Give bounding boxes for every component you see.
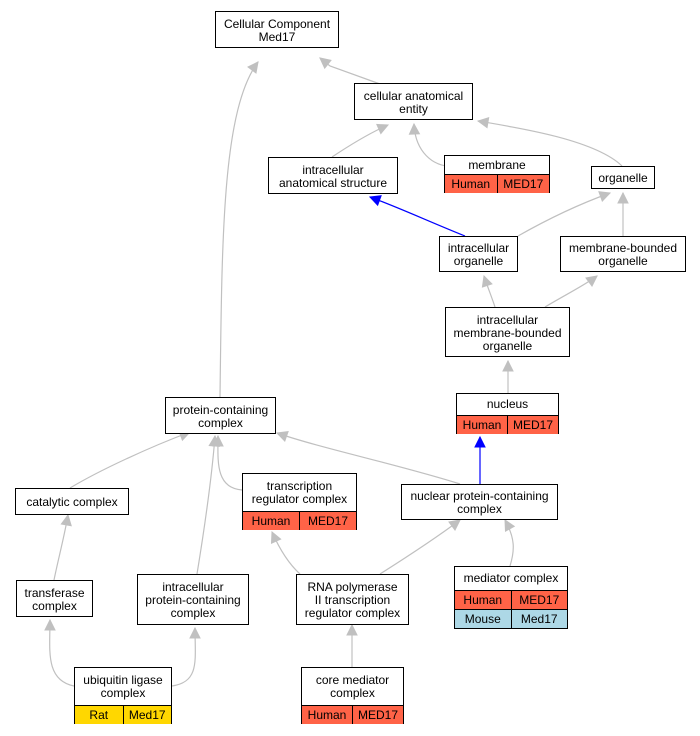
gene-cell: MED17	[510, 591, 567, 609]
node-label: Cellular Component Med17	[223, 16, 331, 44]
node-trans: transferase complex	[16, 580, 93, 617]
node-pcc: protein-containing complex	[165, 397, 276, 434]
species-cell: Human	[243, 512, 299, 530]
arrowhead	[44, 618, 56, 631]
gene-cell: MED17	[352, 706, 403, 724]
node-rnap: RNA polymerase II transcription regulato…	[296, 574, 409, 625]
arrowhead	[319, 57, 332, 70]
edge-organelle-to-cae	[477, 120, 623, 167]
edge-io-to-organelle	[517, 192, 611, 237]
node-label: transcription regulator complex	[251, 478, 348, 506]
node-ipcc: intracellular protein-containing complex	[137, 574, 249, 625]
node-label: ubiquitin ligase complex	[83, 672, 163, 700]
gene-cell: Med17	[510, 610, 567, 628]
node-organelle: organelle	[591, 166, 655, 189]
species-cell: Human	[302, 706, 352, 724]
edge-rnap-to-npcc	[379, 519, 461, 575]
node-label: intracellular protein-containing complex	[145, 580, 241, 620]
node-label: core mediator complex	[315, 672, 390, 700]
arrowhead	[476, 116, 490, 129]
arrowhead	[408, 122, 421, 135]
arrowhead	[247, 61, 259, 74]
arrowhead	[617, 191, 629, 204]
node-label: membrane-bounded organelle	[568, 241, 678, 268]
node-label: intracellular organelle	[447, 241, 510, 268]
node-mbo: membrane-bounded organelle	[560, 236, 686, 272]
arrowhead	[368, 195, 382, 207]
arrowhead	[60, 513, 72, 527]
gene-cell: MED17	[507, 416, 558, 434]
node-label: catalytic complex	[26, 495, 118, 509]
gene-cell: MED17	[496, 175, 549, 193]
node-cae: cellular anatomical entity	[354, 83, 473, 120]
node-label: nuclear protein-containing complex	[410, 489, 549, 516]
species-cell: Human	[455, 591, 511, 609]
node-label: cellular anatomical entity	[363, 88, 464, 116]
arrowhead	[275, 430, 289, 442]
node-ias: intracellular anatomical structure	[268, 157, 398, 194]
arrowhead	[585, 275, 598, 287]
arrowhead	[598, 191, 612, 203]
arrowhead	[502, 359, 514, 372]
arrowhead	[448, 519, 461, 531]
species-cell: Human	[445, 175, 497, 193]
edge-cat-to-pcc	[69, 431, 191, 489]
node-io: intracellular organelle	[439, 236, 518, 272]
node-root: Cellular Component Med17	[215, 11, 339, 48]
node-npcc: nuclear protein-containing complex	[401, 484, 558, 520]
node-cat: catalytic complex	[15, 488, 129, 515]
arrowhead	[376, 123, 390, 135]
node-label: membrane	[468, 157, 526, 172]
arrowhead	[346, 623, 358, 636]
arrowhead	[504, 519, 516, 532]
node-label: transferase complex	[24, 585, 85, 613]
node-label: mediator complex	[463, 571, 559, 585]
arrowhead	[270, 530, 282, 544]
arrowhead	[474, 435, 486, 448]
node-imbo: intracellular membrane-bounded organelle	[445, 307, 570, 357]
edge-ipcc-to-pcc	[196, 435, 216, 575]
arrowhead	[189, 626, 201, 639]
node-label: RNA polymerase II transcription regulato…	[304, 580, 401, 620]
edge-io-to-ias	[369, 196, 466, 237]
node-label: organelle	[598, 171, 648, 185]
arrowhead	[481, 274, 493, 288]
gene-cell: Med17	[122, 706, 171, 724]
node-label: nucleus	[486, 397, 529, 411]
arrowhead	[208, 434, 220, 447]
gene-cell: MED17	[299, 512, 356, 530]
node-label: intracellular anatomical structure	[278, 162, 388, 190]
edge-npcc-to-pcc	[276, 432, 461, 485]
species-cell: Mouse	[455, 610, 511, 628]
species-cell: Human	[457, 416, 507, 434]
node-label: intracellular membrane-bounded organelle	[453, 312, 562, 353]
edge-pcc-to-root	[219, 61, 259, 398]
species-cell: Rat	[75, 706, 123, 724]
node-label: protein-containing complex	[172, 402, 269, 430]
